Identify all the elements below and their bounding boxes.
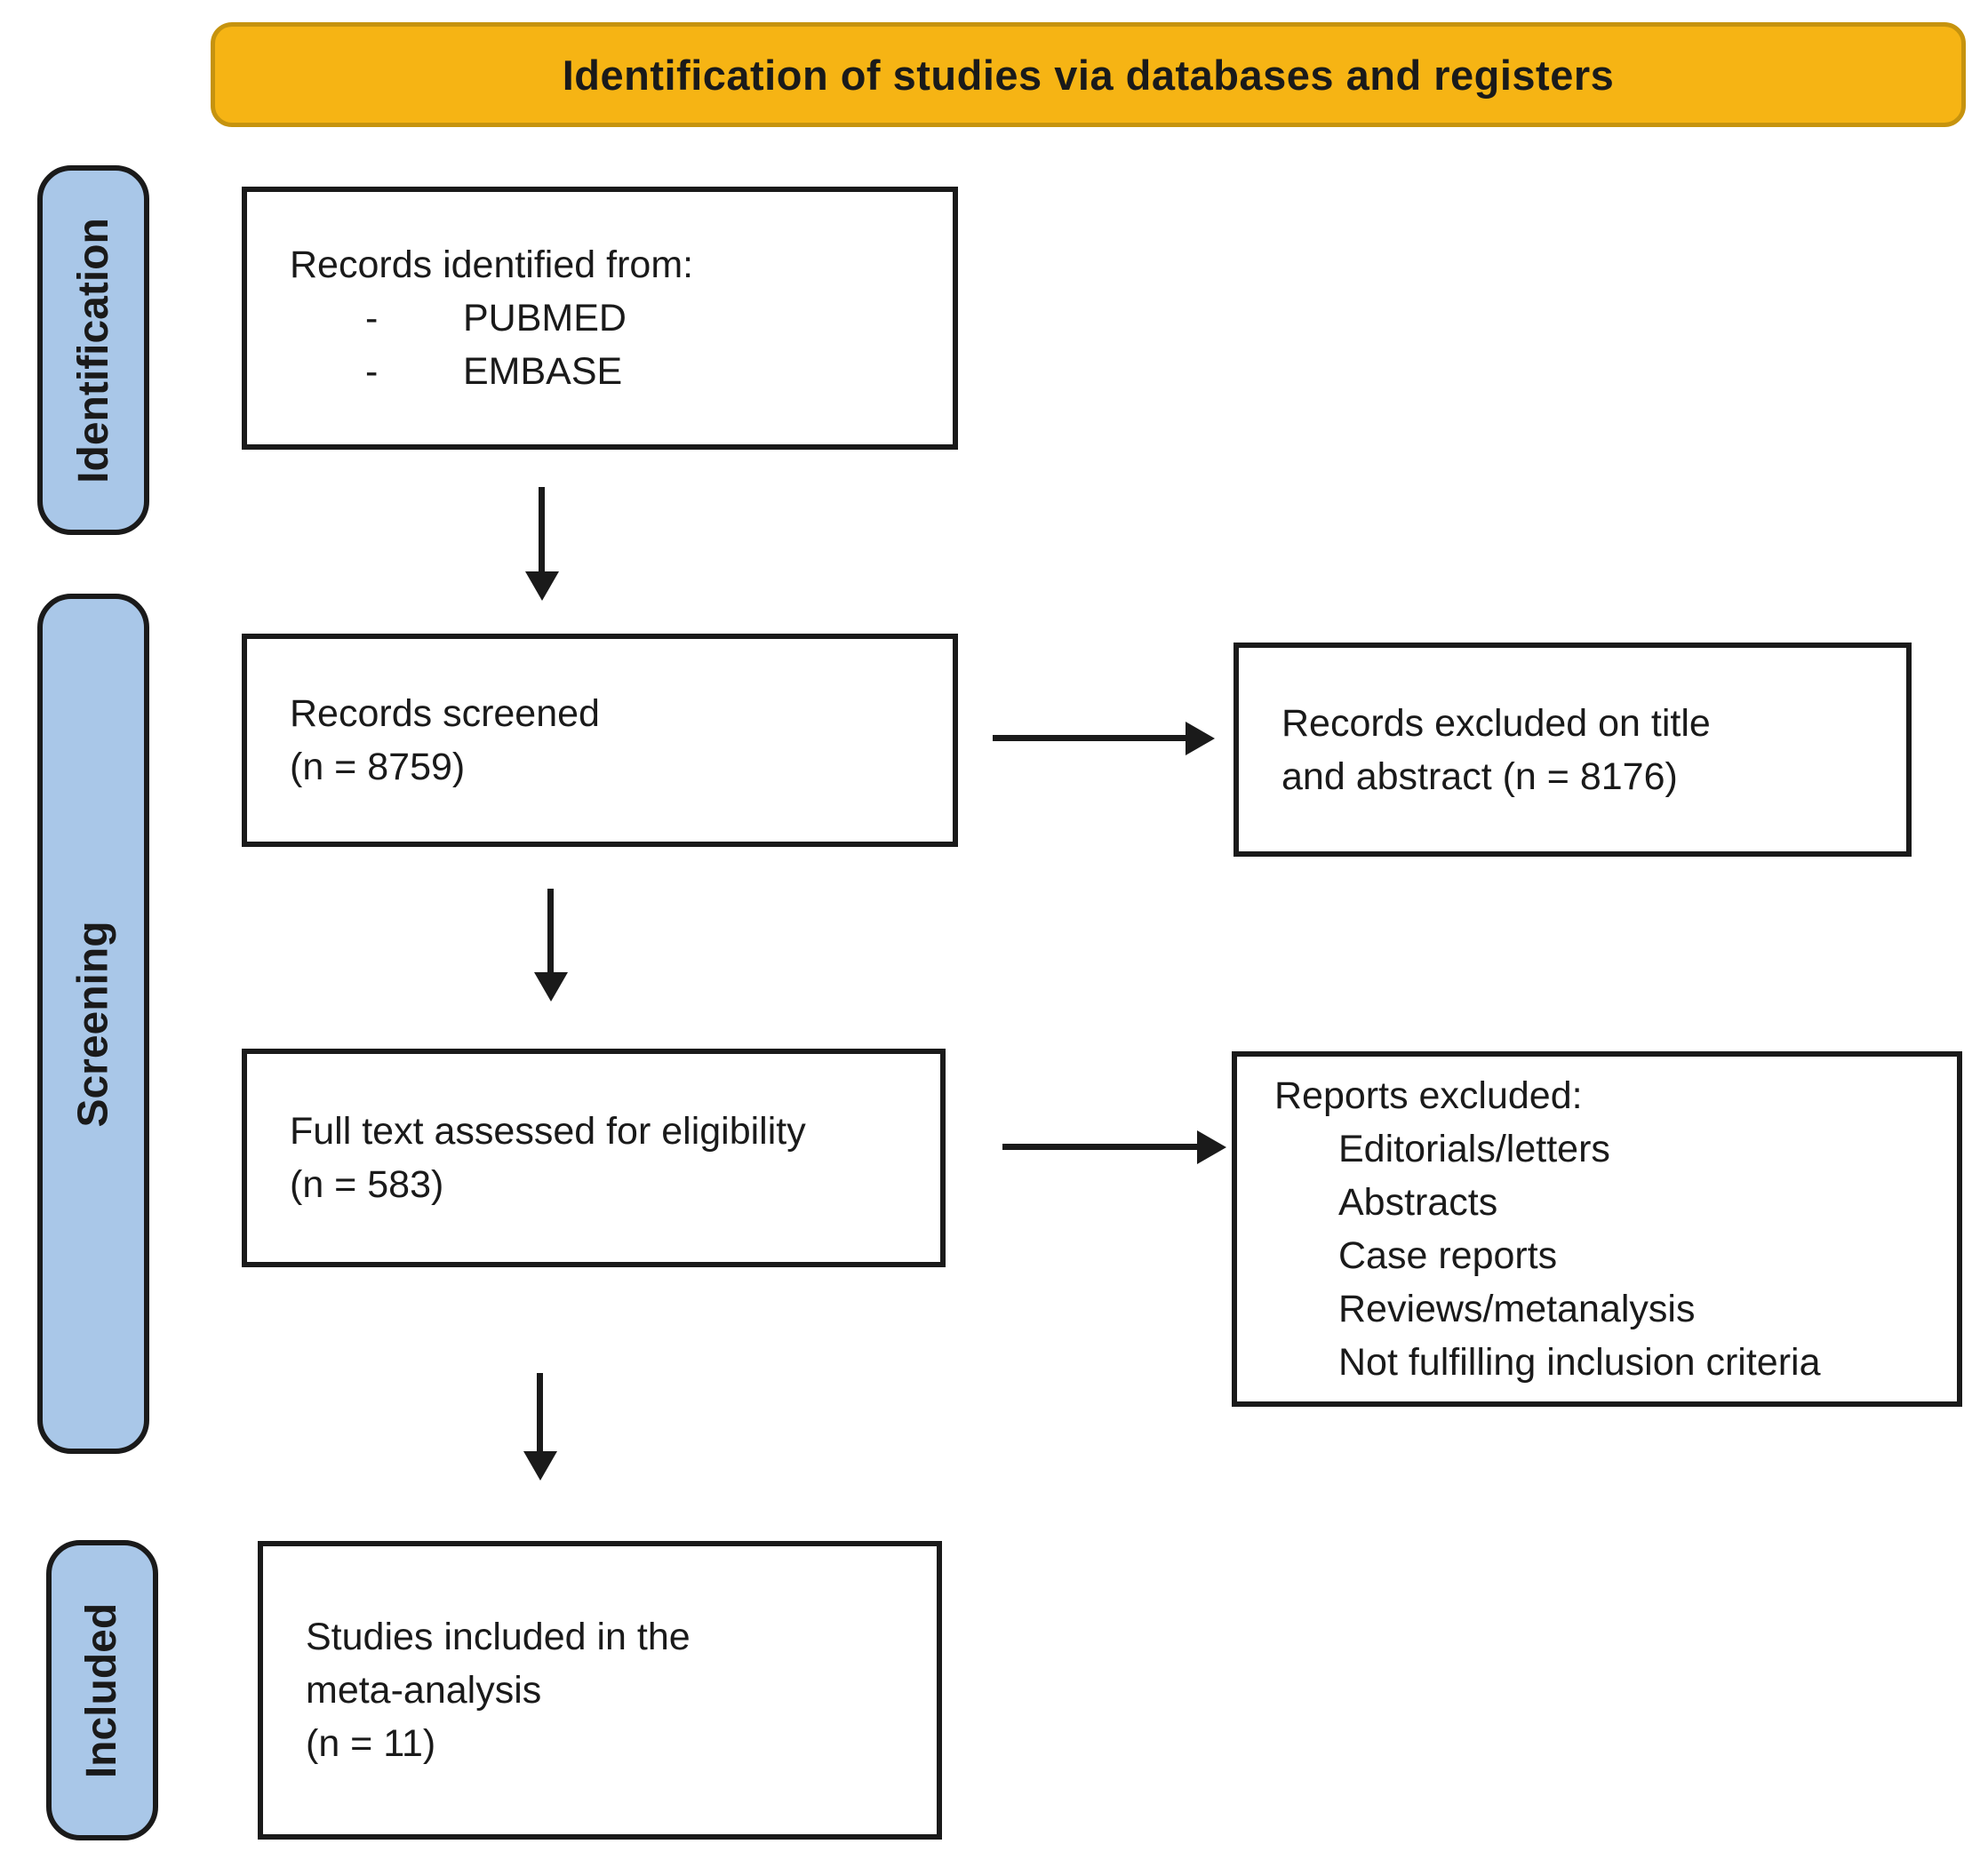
records-excluded-line2: and abstract (n = 8176) <box>1281 754 1678 798</box>
arrow-stem <box>1002 1144 1202 1150</box>
reports-excluded-item: Case reports <box>1338 1234 1558 1277</box>
fulltext-line1: Full text assessed for eligibility <box>290 1110 806 1153</box>
arrow-stem <box>547 889 554 976</box>
arrow-head-right-icon <box>1197 1130 1226 1164</box>
box-reports-excluded: Reports excluded: Editorials/letters Abs… <box>1232 1051 1962 1407</box>
reports-excluded-item: Not fulfilling inclusion criteria <box>1338 1341 1821 1384</box>
box-records-identified: Records identified from: - PUBMED - EMBA… <box>242 187 958 450</box>
stage-label-screening: Screening <box>69 920 117 1128</box>
studies-included-line2: meta-analysis <box>306 1669 542 1712</box>
arrow-stem <box>993 735 1190 741</box>
arrow-head-down-icon <box>525 571 559 601</box>
reports-excluded-item: Reviews/metanalysis <box>1338 1288 1696 1330</box>
box-fulltext-assessed: Full text assessed for eligibility (n = … <box>242 1049 946 1267</box>
box-records-excluded: Records excluded on title and abstract (… <box>1234 643 1912 857</box>
reports-excluded-item: Abstracts <box>1338 1181 1498 1224</box>
records-identified-item-pubmed: - PUBMED <box>290 291 944 345</box>
records-screened-count: (n = 8759) <box>290 746 466 788</box>
stage-pill-identification: Identification <box>37 165 149 535</box>
stage-pill-included: Included <box>46 1540 158 1840</box>
records-identified-item-embase: - EMBASE <box>290 345 944 398</box>
bullet-dash: - <box>365 350 379 393</box>
box-records-screened: Records screened (n = 8759) <box>242 634 958 847</box>
arrow-head-right-icon <box>1186 722 1215 755</box>
box-studies-included: Studies included in the meta-analysis (n… <box>258 1541 942 1840</box>
records-identified-heading: Records identified from: <box>290 243 694 286</box>
records-screened-line1: Records screened <box>290 692 600 735</box>
stage-label-identification: Identification <box>69 217 117 483</box>
banner-title: Identification of studies via databases … <box>562 51 1615 99</box>
bullet-dash: - <box>365 297 379 339</box>
database-name-embase: EMBASE <box>463 350 623 393</box>
arrow-stem <box>537 1373 543 1455</box>
reports-excluded-item: Editorials/letters <box>1338 1128 1610 1170</box>
studies-included-line1: Studies included in the <box>306 1616 691 1658</box>
stage-label-included: Included <box>78 1602 126 1778</box>
banner: Identification of studies via databases … <box>211 22 1966 127</box>
database-name-pubmed: PUBMED <box>463 297 627 339</box>
fulltext-count: (n = 583) <box>290 1163 444 1206</box>
stage-pill-screening: Screening <box>37 594 149 1454</box>
reports-excluded-title: Reports excluded: <box>1274 1074 1583 1117</box>
studies-included-count: (n = 11) <box>306 1722 436 1765</box>
records-excluded-line1: Records excluded on title <box>1281 701 1711 745</box>
arrow-head-down-icon <box>523 1451 557 1481</box>
arrow-head-down-icon <box>534 972 568 1002</box>
arrow-stem <box>539 487 545 576</box>
